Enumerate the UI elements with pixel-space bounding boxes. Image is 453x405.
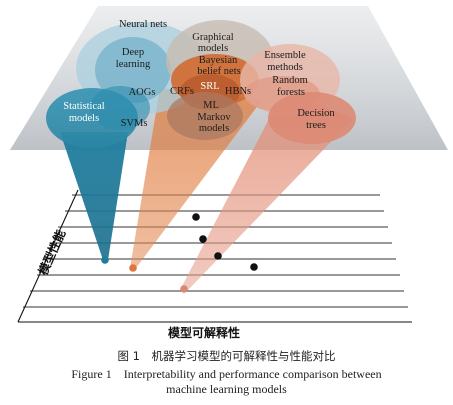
label-statistical-models-2: models [69, 113, 99, 124]
label-graphical-models-2: models [198, 43, 228, 54]
label-hbns: HBNs [225, 86, 251, 97]
label-markov-models-1: Markov [197, 112, 231, 123]
model-labels: Neural nets Deep learning AOGs Statistic… [63, 19, 335, 134]
grid-axes [17, 189, 412, 323]
x-axis-label: 模型可解释性 [168, 325, 240, 340]
label-crfs: CRFs [170, 86, 194, 97]
label-ml: ML [203, 100, 219, 111]
deep-learning-beam [60, 132, 128, 260]
y-axis-label: 模型性能 [35, 227, 68, 277]
decision-trees-ellipse [268, 92, 356, 144]
label-ensemble-methods-1: Ensemble [264, 50, 306, 61]
markov-models-ellipse [167, 92, 243, 140]
label-deep-learning-1: Deep [122, 47, 144, 58]
label-statistical-models-1: Statistical [63, 101, 104, 112]
label-ensemble-methods-2: methods [267, 62, 303, 73]
label-decision-trees-2: trees [306, 120, 326, 131]
point-black-3 [214, 252, 222, 260]
label-aogs: AOGs [129, 87, 156, 98]
point-black-4 [250, 263, 258, 271]
label-neural-nets: Neural nets [119, 19, 167, 30]
model-points [101, 213, 258, 293]
label-graphical-models-1: Graphical [192, 32, 233, 43]
label-markov-models-2: models [199, 123, 229, 134]
label-bayesian-belief-nets-1: Bayesian [199, 55, 238, 66]
figure-caption-english-line2: machine learning models [166, 382, 287, 396]
svms-ellipse [90, 86, 150, 130]
point-black-2 [199, 235, 207, 243]
point-decision-trees [180, 285, 188, 293]
label-decision-trees-1: Decision [297, 108, 335, 119]
label-deep-learning-2: learning [116, 59, 151, 70]
label-random-forests-2: forests [277, 87, 305, 98]
label-bayesian-belief-nets-2: belief nets [197, 66, 240, 77]
label-random-forests-1: Random [272, 75, 308, 86]
label-srl: SRL [200, 81, 219, 92]
point-black-1 [192, 213, 200, 221]
point-graphical-models [129, 264, 137, 272]
figure-caption-chinese: 图 1 机器学习模型的可解释性与性能对比 [117, 349, 336, 363]
point-deep-learning [101, 256, 109, 264]
label-svms: SVMs [121, 118, 148, 129]
figure-caption-english-line1: Figure 1 Interpretability and performanc… [71, 367, 382, 381]
